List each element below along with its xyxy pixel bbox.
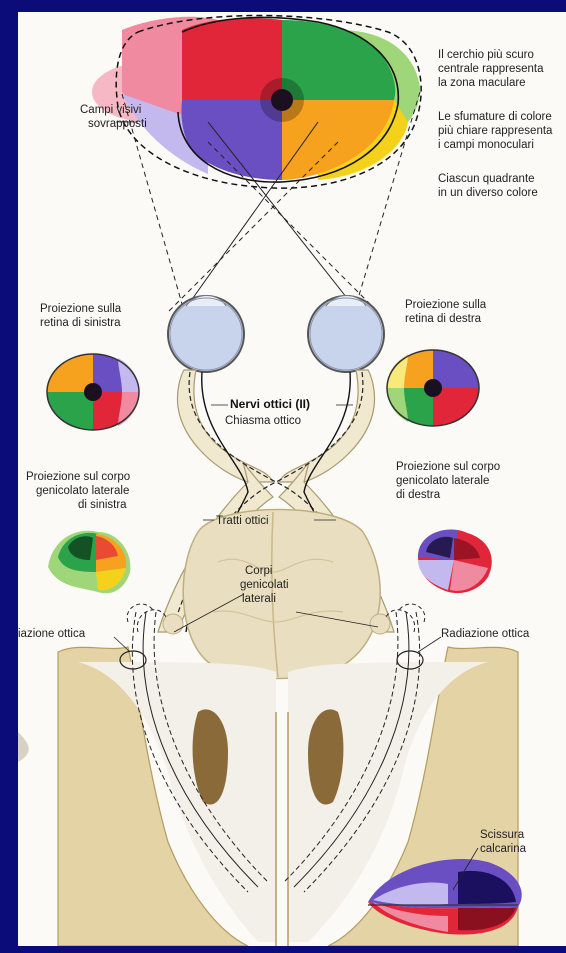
diagram-panel: Campi visivi sovrapposti Il cerchio più …	[18, 12, 566, 946]
label-lgn-left-1: Proiezione sul corpo	[26, 471, 130, 483]
label-note2-1: Le sfumature di colore	[438, 111, 552, 123]
right-eye	[308, 296, 384, 373]
lgn-left-projection	[48, 531, 130, 594]
label-calcarine-2: calcarina	[480, 843, 527, 855]
brainstem	[163, 510, 390, 679]
label-lgn-left-3: di sinistra	[78, 499, 127, 511]
lgn-right-projection	[418, 529, 492, 593]
label-tracts: Tratti ottici	[216, 515, 269, 527]
label-retina-left-2: retina di sinistra	[40, 317, 121, 329]
retina-right-projection	[387, 350, 479, 426]
label-lgn-right-2: genicolato laterale	[396, 475, 489, 487]
label-chiasm: Chiasma ottico	[225, 415, 301, 427]
label-retina-right-1: Proiezione sulla	[405, 299, 487, 311]
label-note1-2: centrale rappresenta	[438, 63, 544, 75]
label-radiation-right: Radiazione ottica	[441, 628, 530, 640]
label-overlap-1: Campi visivi	[80, 104, 141, 116]
label-lgn-left-2: genicolato laterale	[36, 485, 129, 497]
label-radiation-left: iazione ottica	[18, 628, 86, 640]
label-lgn-bodies-2: genicolati	[240, 579, 289, 591]
label-lgn-right-3: di destra	[396, 489, 441, 501]
overlapping-visual-fields	[92, 16, 421, 189]
label-note2-2: più chiare rappresenta	[438, 125, 553, 137]
label-lgn-bodies-1: Corpi	[245, 565, 272, 577]
label-note1-1: Il cerchio più scuro	[438, 49, 534, 61]
label-optic-nerves: Nervi ottici (II)	[230, 397, 310, 411]
left-eye	[168, 296, 244, 373]
label-overlap-2: sovrapposti	[88, 118, 147, 130]
label-note3-2: in un diverso colore	[438, 187, 538, 199]
label-calcarine-1: Scissura	[480, 829, 525, 841]
label-note3-1: Ciascun quadrante	[438, 173, 535, 185]
label-lgn-right-1: Proiezione sul corpo	[396, 461, 500, 473]
retina-left-projection	[47, 354, 139, 430]
label-note2-3: i campi monoculari	[438, 139, 534, 151]
label-retina-right-2: retina di destra	[405, 313, 482, 325]
visual-pathway-diagram: Campi visivi sovrapposti Il cerchio più …	[18, 12, 566, 946]
label-lgn-bodies-3: laterali	[242, 593, 276, 605]
label-retina-left-1: Proiezione sulla	[40, 303, 122, 315]
label-note1-3: la zona maculare	[438, 77, 526, 89]
